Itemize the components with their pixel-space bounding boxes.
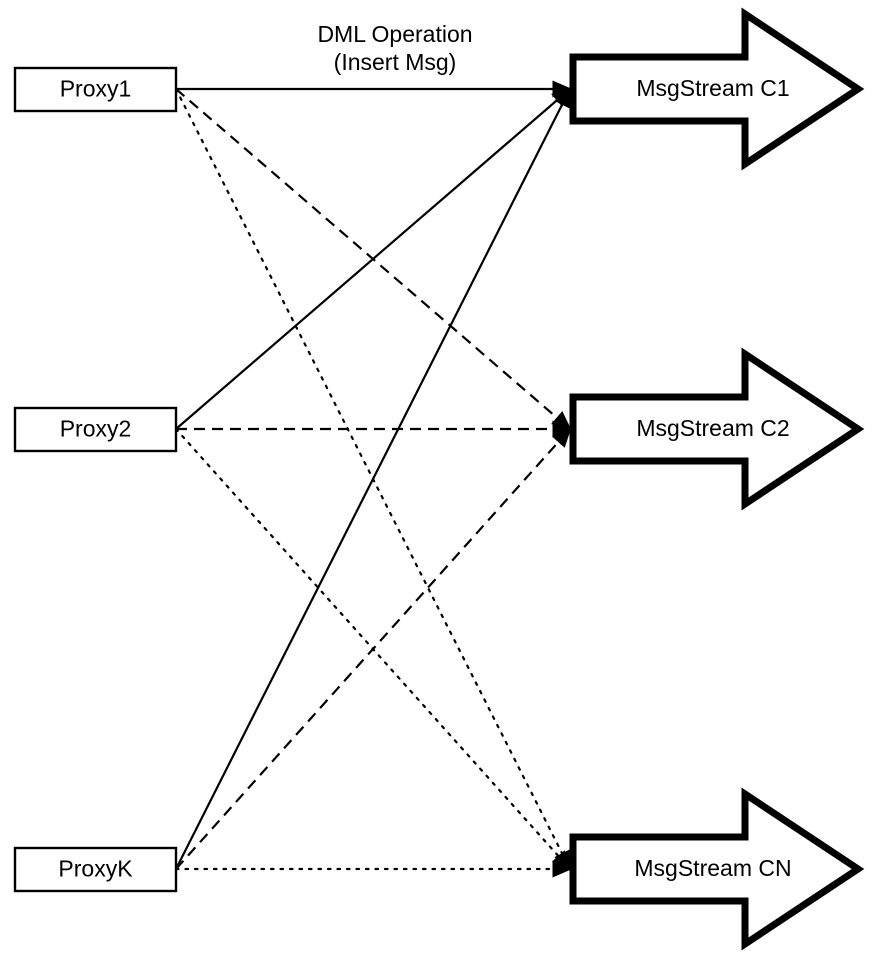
proxy-box-proxy2 <box>13 406 178 453</box>
stream-arrow-shape-stream-c2 <box>569 347 865 511</box>
edge-label-line1: DML Operation <box>317 21 472 47</box>
proxy-box-proxyk <box>13 846 178 893</box>
proxy-node-proxy2[interactable]: Proxy2 <box>13 406 178 453</box>
stream-arrow-shape-stream-cn <box>569 787 865 951</box>
proxy-label-proxy1: Proxy1 <box>60 76 132 102</box>
stream-node-stream-c2[interactable]: MsgStream C2 <box>569 347 865 511</box>
link-pk-c1 <box>175 87 571 870</box>
proxy-node-proxyk[interactable]: ProxyK <box>13 846 178 893</box>
stream-label-stream-c1: MsgStream C1 <box>636 75 789 101</box>
stream-label-stream-c2: MsgStream C2 <box>636 415 789 441</box>
stream-label-stream-cn: MsgStream CN <box>634 855 791 881</box>
link-group <box>174 80 573 878</box>
proxy-label-proxyk: ProxyK <box>58 856 133 882</box>
stream-arrow-shape-stream-c1 <box>569 7 865 171</box>
stream-node-stream-c1[interactable]: MsgStream C1 <box>569 7 865 171</box>
proxy-node-proxy1[interactable]: Proxy1 <box>13 66 178 113</box>
proxy-box-proxy1 <box>13 66 178 113</box>
stream-group: MsgStream C1 MsgStream C2 MsgStream CN <box>569 7 865 951</box>
edge-label-dml: DML Operation (Insert Msg) <box>317 21 472 75</box>
proxy-label-proxy2: Proxy2 <box>60 416 132 442</box>
stream-node-stream-cn[interactable]: MsgStream CN <box>569 787 865 951</box>
link-p2-c1 <box>175 87 572 430</box>
link-pk-c2 <box>175 427 572 870</box>
edge-label-line2: (Insert Msg) <box>334 49 457 75</box>
